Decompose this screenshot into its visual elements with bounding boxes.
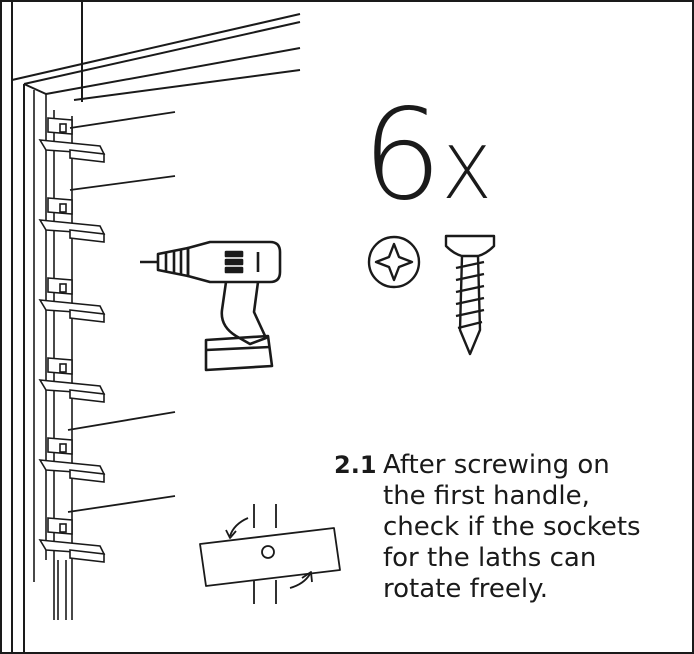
screw-pointer-lines [67,111,176,513]
lath-socket [38,357,106,403]
phillips-head-icon [367,235,421,289]
step-text: After screwing on the first handle, chec… [383,450,641,604]
multiplier-sign: X [442,131,492,215]
lath-socket [38,197,106,243]
lath-sockets [38,117,106,563]
rotate-arrows-icon [199,504,341,604]
step-number: 2.1 [334,451,377,479]
lath-socket [38,117,106,163]
wood-screw-icon [444,234,496,356]
lath-socket [38,517,106,563]
quantity-number: 6 [362,81,442,228]
lath-socket [38,277,106,323]
power-drill-icon [140,240,282,372]
quantity-label: 6X [362,92,492,218]
cabinet-outline [11,2,301,652]
lath-socket [38,437,106,483]
